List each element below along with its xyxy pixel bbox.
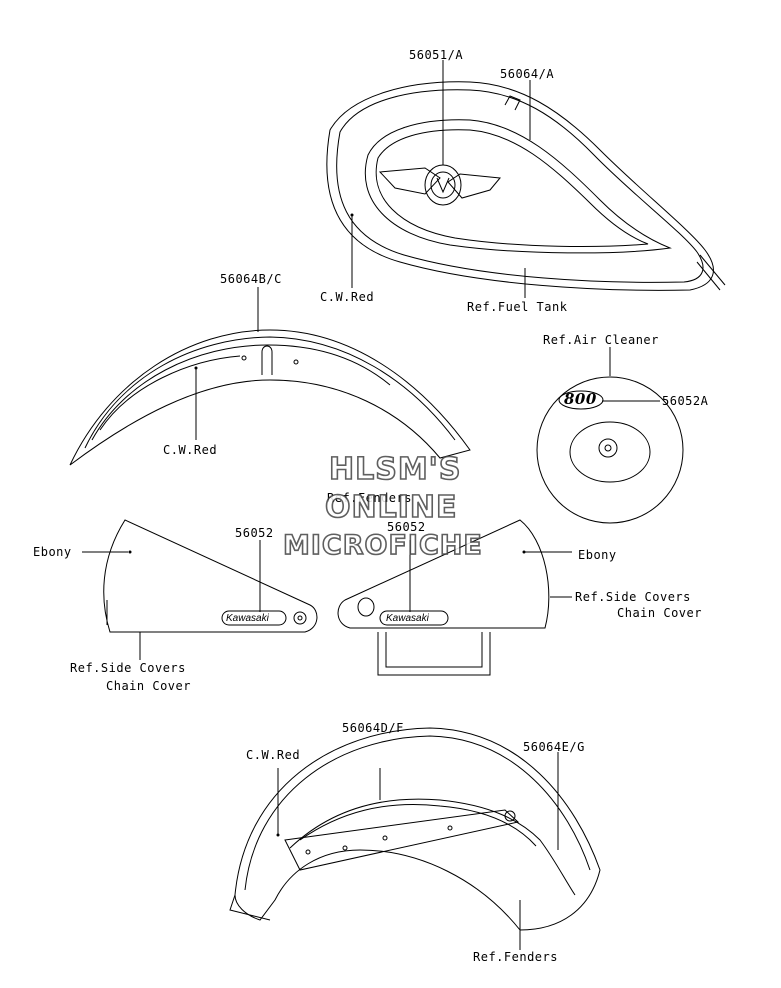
label-front-fender-cw-red: C.W.Red bbox=[163, 443, 218, 457]
fuel-tank bbox=[326, 60, 726, 298]
rear-fender bbox=[229, 727, 601, 950]
label-rear-fender-stripe-df: 56064D/F bbox=[342, 721, 404, 735]
label-ref-fenders-front: Ref.Fenders bbox=[327, 491, 412, 505]
label-right-ebony: Ebony bbox=[578, 548, 617, 562]
label-left-ref-chain-cover: Chain Cover bbox=[106, 679, 191, 693]
watermark-line-2: ONLINE bbox=[324, 489, 458, 526]
label-ref-fenders-rear: Ref.Fenders bbox=[473, 950, 558, 964]
label-tank-emblem: 56051/A bbox=[409, 48, 464, 62]
label-rear-fender-cw-red: C.W.Red bbox=[246, 748, 301, 762]
left-side-cover bbox=[82, 519, 318, 660]
label-ref-air-cleaner: Ref.Air Cleaner bbox=[543, 333, 659, 347]
air-cleaner-emblem-text: 800 bbox=[564, 390, 597, 408]
label-right-ref-chain-cover: Chain Cover bbox=[617, 606, 702, 620]
air-cleaner bbox=[536, 347, 684, 524]
label-right-cover-part: 56052 bbox=[387, 520, 426, 534]
label-air-cleaner-emblem: 56052A bbox=[662, 394, 709, 408]
label-tank-stripe: 56064/A bbox=[500, 67, 555, 81]
label-right-ref-side-covers: Ref.Side Covers bbox=[575, 590, 691, 604]
label-tank-cw-red: C.W.Red bbox=[320, 290, 375, 304]
label-left-cover-part: 56052 bbox=[235, 526, 274, 540]
label-rear-fender-stripe-eg: 56064E/G bbox=[523, 740, 585, 754]
label-front-fender-stripe: 56064B/C bbox=[220, 272, 282, 286]
right-side-cover bbox=[337, 519, 572, 676]
label-ref-fuel-tank: Ref.Fuel Tank bbox=[467, 300, 568, 314]
front-fender bbox=[69, 287, 471, 466]
watermark-line-1: HLSM'S bbox=[328, 451, 462, 488]
watermark-line-3: MICROFICHE bbox=[282, 529, 483, 562]
label-left-ref-side-covers: Ref.Side Covers bbox=[70, 661, 186, 675]
kawasaki-logo-left: Kawasaki bbox=[226, 613, 269, 624]
label-left-ebony: Ebony bbox=[33, 545, 72, 559]
kawasaki-logo-right: Kawasaki bbox=[386, 613, 429, 624]
